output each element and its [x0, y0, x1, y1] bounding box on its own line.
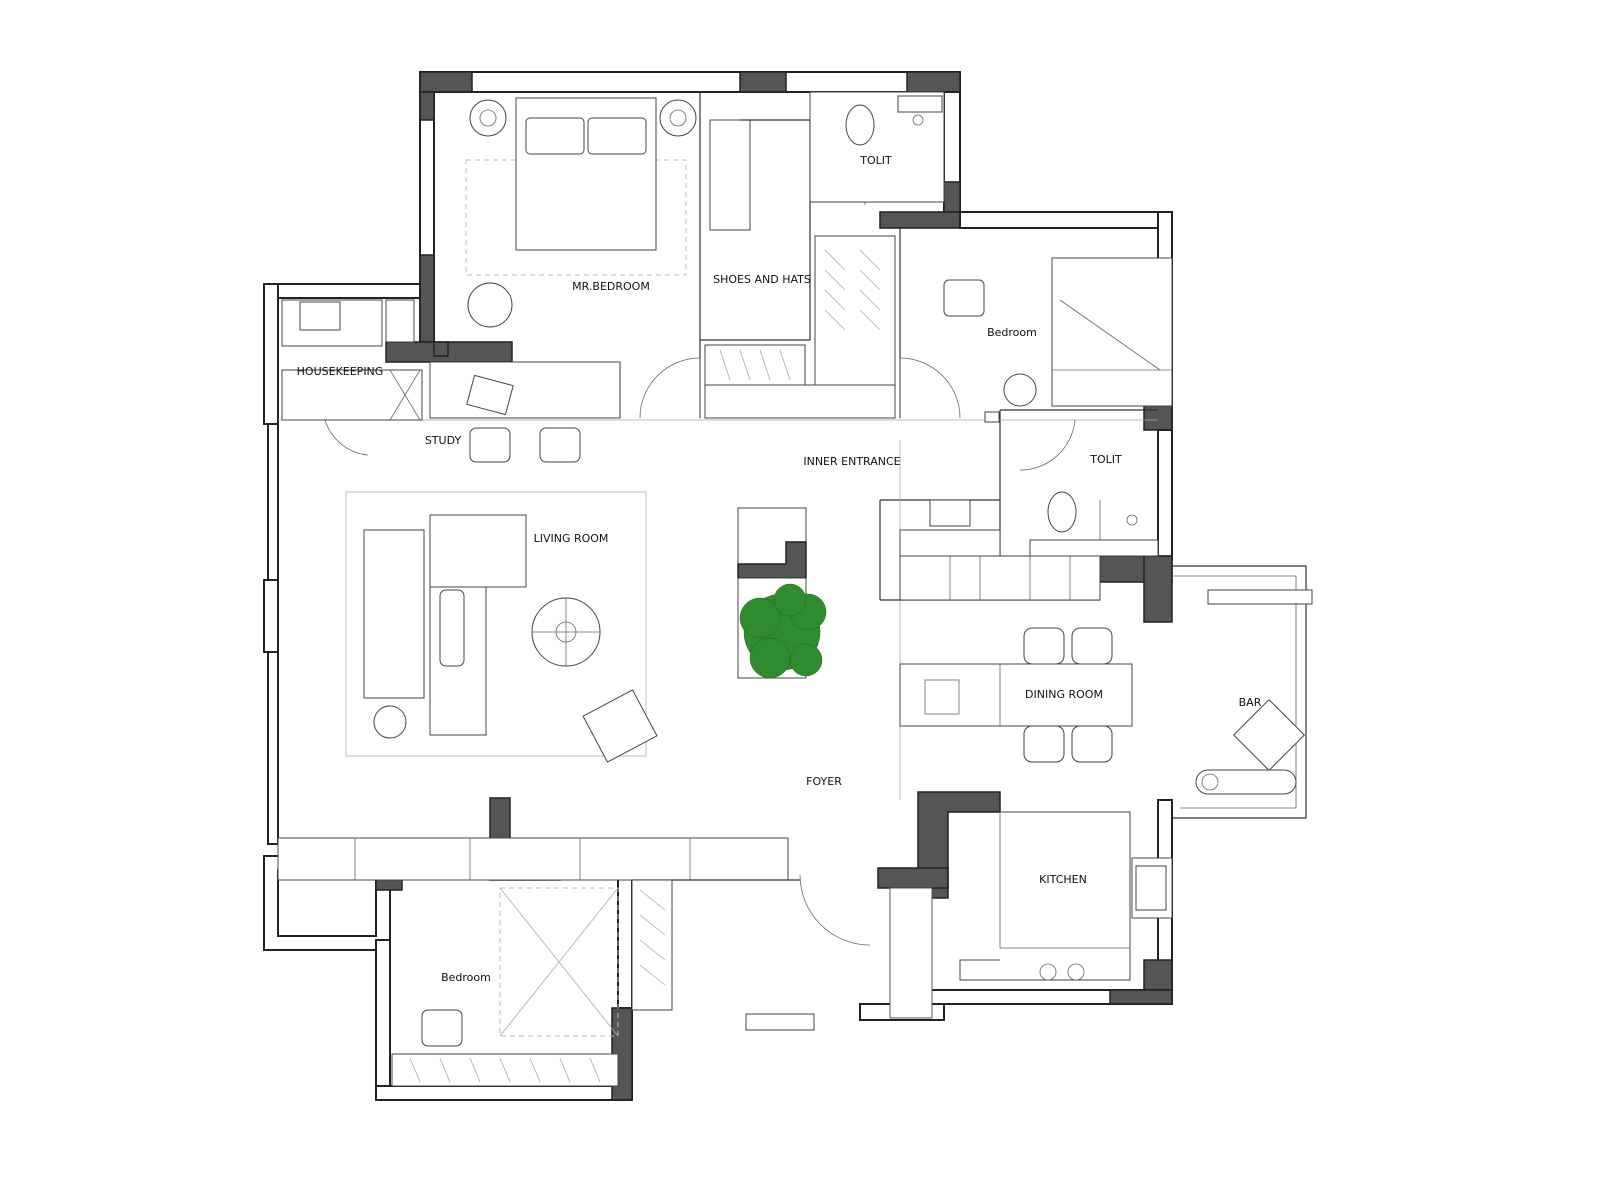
bed-icon	[1051, 257, 1173, 407]
study	[429, 361, 621, 463]
chair-icon	[469, 427, 511, 463]
label-shoes-and-hats: SHOES AND HATS	[713, 273, 811, 286]
toilet-middle	[899, 491, 1159, 557]
label-study: STUDY	[425, 434, 462, 447]
housekeeping	[281, 299, 423, 421]
chair-icon	[1071, 725, 1113, 763]
living-room	[345, 491, 658, 763]
chair-icon	[421, 1009, 463, 1047]
master-bedroom	[465, 97, 697, 328]
central-island	[737, 507, 827, 679]
kitchen	[889, 811, 1173, 1019]
label-foyer: FOYER	[806, 775, 842, 788]
bedroom-bottom	[391, 887, 666, 1087]
label-bedroom-right: Bedroom	[987, 326, 1037, 339]
chair-icon	[467, 282, 513, 328]
chair-icon	[943, 279, 985, 317]
interior-walls	[277, 92, 1158, 1031]
chair-icon	[582, 689, 658, 763]
sink-icon	[1135, 865, 1167, 911]
toilet-icon	[845, 104, 875, 146]
lamp-icon	[659, 99, 697, 137]
label-kitchen: KITCHEN	[1039, 873, 1087, 886]
label-bar: BAR	[1239, 696, 1262, 709]
dining-room	[899, 627, 1133, 763]
bedroom-right	[943, 257, 1173, 423]
bar	[1195, 589, 1313, 795]
label-mr-bedroom: MR.BEDROOM	[572, 280, 650, 293]
label-bedroom-bottom: Bedroom	[441, 971, 491, 984]
stove-icon	[1039, 963, 1085, 981]
sofa-icon	[363, 529, 425, 699]
chair-icon	[539, 427, 581, 463]
wardrobe	[704, 235, 896, 419]
toilet-icon	[1047, 491, 1077, 533]
cabinets	[899, 555, 1101, 601]
label-dining-room: DINING ROOM	[1025, 688, 1103, 701]
chair-icon	[1023, 627, 1065, 665]
label-tolit-middle: TOLIT	[1089, 453, 1122, 466]
label-tolit-top: TOLIT	[859, 154, 892, 167]
chair-icon	[1023, 725, 1065, 763]
doors	[324, 159, 1076, 946]
label-housekeeping: HOUSEKEEPING	[297, 365, 384, 378]
room-labels: MR.BEDROOM SHOES AND HATS TOLIT Bedroom …	[297, 154, 1262, 984]
label-living-room: LIVING ROOM	[534, 532, 609, 545]
lamp-icon	[1003, 373, 1037, 407]
toilet-top	[809, 91, 945, 203]
lamp-icon	[469, 99, 507, 137]
label-inner-entrance: INNER ENTRANCE	[803, 455, 900, 468]
chair-icon	[1071, 627, 1113, 665]
plant-icon	[739, 583, 827, 679]
